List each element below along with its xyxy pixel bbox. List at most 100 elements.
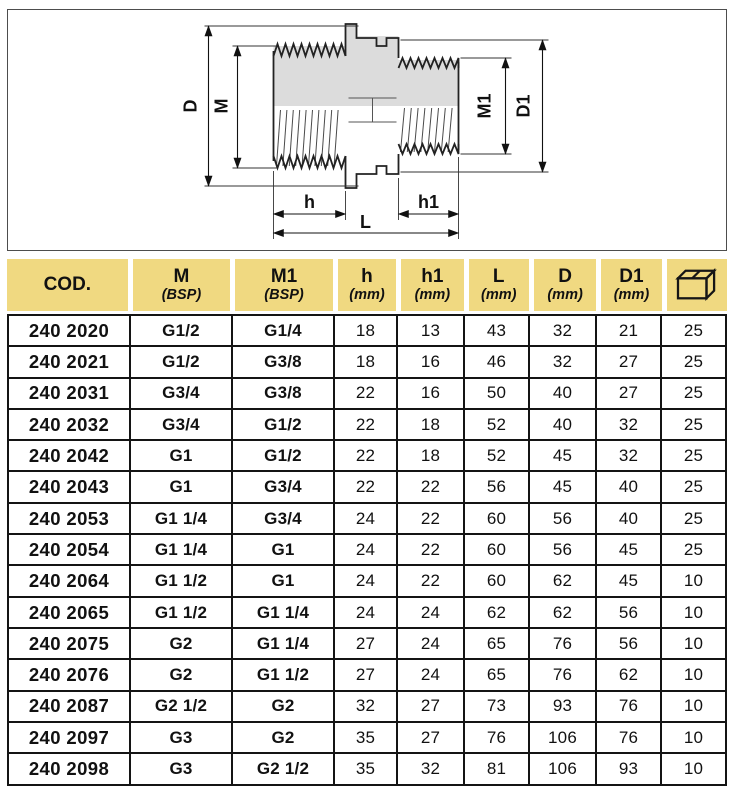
- cell-d1: 27: [595, 347, 660, 378]
- cell-cod: 240 2087: [28, 695, 110, 717]
- cell-d: 106: [528, 722, 595, 753]
- cell-h: 22: [333, 378, 396, 409]
- cell-l: 65: [463, 628, 528, 659]
- cell-cod: 240 2053: [28, 507, 110, 529]
- table-body: 240 2020 G1/2 G1/4 18 13 43 32 21 25 240…: [7, 314, 727, 786]
- dimension-lines: [204, 25, 547, 237]
- cell-cod: 240 2054: [28, 538, 110, 560]
- cell-pack: 25: [660, 472, 725, 503]
- header-sub: (mm): [613, 286, 650, 303]
- dim-label-M: M: [212, 99, 232, 114]
- cell-d: 32: [528, 347, 595, 378]
- cell-cod: 240 2075: [28, 632, 110, 654]
- cell-cod: 240 2020: [28, 319, 110, 341]
- cell-l: 52: [463, 441, 528, 471]
- cell-d: 62: [528, 597, 595, 628]
- cell-m1: G1: [231, 566, 333, 597]
- cell-d1: 32: [595, 409, 660, 440]
- cell-m: G1 1/2: [129, 597, 231, 628]
- table-row: 240 2032 G3/4 G1/2 22 18 52 40 32 25: [7, 407, 727, 442]
- cell-m: G1 1/4: [129, 503, 231, 534]
- cell-h: 24: [333, 535, 396, 565]
- cell-pack: 10: [660, 628, 725, 659]
- cell-h: 35: [333, 722, 396, 753]
- cell-d: 45: [528, 441, 595, 471]
- cell-h1: 16: [396, 347, 463, 378]
- table-header: COD. M (BSP) M1 (BSP) h (mm) h1 (mm) L (…: [7, 259, 727, 311]
- header-d: D (mm): [528, 259, 597, 311]
- right-thread-section-lines: [400, 107, 453, 153]
- header-label: COD.: [43, 274, 92, 296]
- table-row: 240 2076 G2 G1 1/2 27 24 65 76 62 10: [7, 658, 727, 693]
- cell-d1: 32: [595, 441, 660, 471]
- cell-d1: 45: [595, 566, 660, 597]
- cell-cod: 240 2098: [28, 758, 110, 780]
- cell-pack: 25: [660, 409, 725, 440]
- cell-cod: 240 2097: [28, 726, 110, 748]
- header-l: L (mm): [463, 259, 529, 311]
- cell-pack: 10: [660, 660, 725, 691]
- fitting-diagram: D M M1 D1 h h1 L: [181, 23, 549, 239]
- header-label: M1: [270, 265, 298, 287]
- cell-h: 24: [333, 503, 396, 534]
- cell-m1: G3/4: [231, 472, 333, 503]
- dimensions-table: COD. M (BSP) M1 (BSP) h (mm) h1 (mm) L (…: [7, 259, 727, 786]
- table-row: 240 2053 G1 1/4 G3/4 24 22 60 56 40 25: [7, 501, 727, 536]
- dim-label-M1: M1: [475, 93, 495, 118]
- cell-m1: G1/2: [231, 441, 333, 471]
- cell-pack: 10: [660, 597, 725, 628]
- cell-d1: 40: [595, 503, 660, 534]
- cell-l: 81: [463, 754, 528, 784]
- cell-l: 62: [463, 597, 528, 628]
- cell-l: 76: [463, 722, 528, 753]
- table-row: 240 2075 G2 G1 1/4 27 24 65 76 56 10: [7, 626, 727, 661]
- header-label: h1: [421, 265, 444, 287]
- cell-m1: G1: [231, 535, 333, 565]
- cell-m: G1/2: [129, 316, 231, 346]
- dim-label-D: D: [181, 100, 201, 113]
- header-m: M (BSP): [127, 259, 231, 311]
- cell-pack: 25: [660, 347, 725, 378]
- cell-m1: G1 1/4: [231, 628, 333, 659]
- cell-m1: G3/8: [231, 378, 333, 409]
- cell-d1: 21: [595, 316, 660, 346]
- cell-d: 32: [528, 316, 595, 346]
- cell-h1: 22: [396, 503, 463, 534]
- cell-l: 52: [463, 409, 528, 440]
- cell-d: 56: [528, 535, 595, 565]
- header-sub: (mm): [414, 286, 451, 303]
- cell-h: 22: [333, 409, 396, 440]
- header-sub: (mm): [547, 286, 583, 303]
- cell-pack: 25: [660, 441, 725, 471]
- cell-m: G3/4: [129, 378, 231, 409]
- cell-pack: 10: [660, 566, 725, 597]
- header-sub: (BSP): [264, 286, 304, 303]
- cell-l: 46: [463, 347, 528, 378]
- cell-d1: 62: [595, 660, 660, 691]
- cell-pack: 10: [660, 691, 725, 722]
- cell-h: 24: [333, 597, 396, 628]
- cell-l: 56: [463, 472, 528, 503]
- cell-h1: 22: [396, 472, 463, 503]
- cell-d1: 56: [595, 628, 660, 659]
- cell-d1: 27: [595, 378, 660, 409]
- cell-m: G2 1/2: [129, 691, 231, 722]
- table-row: 240 2043 G1 G3/4 22 22 56 45 40 25: [7, 470, 727, 505]
- cell-m1: G3/8: [231, 347, 333, 378]
- header-h: h (mm): [332, 259, 397, 311]
- cell-m: G2: [129, 660, 231, 691]
- dim-label-h1: h1: [418, 192, 439, 212]
- cell-pack: 10: [660, 722, 725, 753]
- cell-pack: 10: [660, 754, 725, 784]
- cell-d: 106: [528, 754, 595, 784]
- cell-m1: G2: [231, 722, 333, 753]
- cell-cod: 240 2031: [28, 382, 110, 404]
- header-sub: (mm): [480, 286, 517, 303]
- table-row: 240 2098 G3 G2 1/2 35 32 81 106 93 10: [7, 752, 727, 786]
- header-m1: M1 (BSP): [230, 259, 333, 311]
- cell-m: G1: [129, 441, 231, 471]
- cell-h: 24: [333, 566, 396, 597]
- table-row: 240 2054 G1 1/4 G1 24 22 60 56 45 25: [7, 533, 727, 567]
- cell-h: 18: [333, 347, 396, 378]
